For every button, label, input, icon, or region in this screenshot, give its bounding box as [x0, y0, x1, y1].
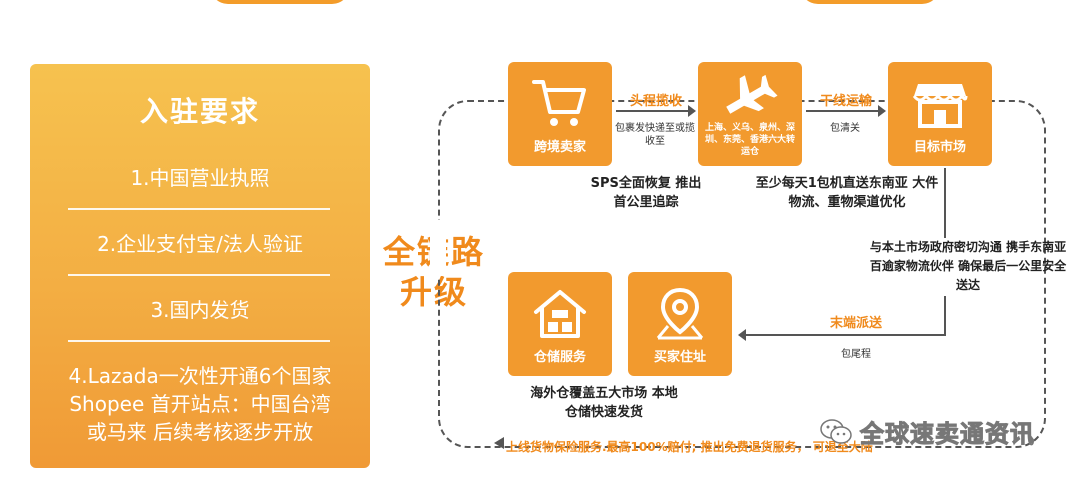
charter-flight-caption: 至少每天1包机直送东南亚 大件物流、重物渠道优化 — [755, 176, 939, 210]
requirements-panel: 入驻要求 1.中国营业执照 2.企业支付宝/法人验证 3.国内发货 4.Laza… — [30, 64, 370, 468]
loop-return-arrowhead — [494, 437, 504, 449]
first-mile-arrow — [616, 105, 696, 117]
requirement-4-line1: 4.Lazada一次性开通6个国家 — [68, 364, 332, 388]
connector-line — [944, 168, 946, 238]
map-pin-icon — [656, 287, 704, 340]
trunk-transport-note: 包清关 — [830, 123, 860, 134]
connector-line — [944, 296, 946, 336]
node-label: 跨境卖家 — [533, 140, 586, 155]
first-mile-label: 头程揽收 — [630, 94, 683, 109]
trunk-transport-arrow — [806, 105, 886, 117]
node-buyer-address: 买家住址 — [628, 272, 732, 376]
trunk-transport-label: 干线运输 — [820, 94, 873, 109]
storefront-icon — [912, 84, 968, 128]
requirements-title: 入驻要求 — [139, 95, 260, 128]
airplane-icon — [726, 74, 778, 114]
overseas-warehouse-caption: 海外仓覆盖五大市场 本地仓储快速发货 — [530, 386, 678, 420]
node-label: 买家住址 — [653, 350, 706, 365]
shopping-cart-icon — [532, 80, 586, 126]
requirement-1: 1.中国营业执照 — [130, 166, 270, 190]
wechat-watermark: 全球速卖通资讯 — [820, 414, 1035, 449]
requirement-2: 2.企业支付宝/法人验证 — [97, 232, 303, 256]
warehouse-house-icon — [534, 290, 586, 338]
last-mile-arrow — [738, 329, 946, 341]
top-decoration-left — [210, 0, 350, 4]
node-target-market: 目标市场 — [888, 62, 992, 166]
node-warehousing-service: 仓储服务 — [508, 272, 612, 376]
local-partnership-caption: 与本土市场政府密切沟通 携手东南亚百逾家物流伙伴 确保最后一公里安全送达 — [869, 240, 1067, 292]
watermark-text: 全球速卖通资讯 — [860, 420, 1035, 449]
node-label: 目标市场 — [913, 140, 966, 155]
node-cross-border-seller: 跨境卖家 — [508, 62, 612, 166]
last-mile-note: 包尾程 — [841, 349, 871, 360]
divider — [68, 208, 330, 210]
sps-caption: SPS全面恢复 推出首公里追踪 — [590, 176, 702, 210]
divider — [68, 274, 330, 276]
requirement-3: 3.国内发货 — [150, 298, 250, 322]
node-label: 仓储服务 — [533, 350, 586, 365]
transit-hubs-list: 上海、义乌、泉州、深圳、东莞、香港六大转运仓 — [704, 123, 795, 157]
wechat-icon — [820, 418, 852, 444]
top-decoration-right — [800, 0, 940, 4]
divider — [68, 340, 330, 342]
requirement-4-line3: 或马来 后续考核逐步开放 — [86, 420, 314, 444]
last-mile-label: 末端派送 — [830, 316, 883, 331]
requirement-4-line2: Shopee 首开站点：中国台湾 — [69, 392, 331, 416]
insurance-return-note: 上线货物保险服务.最高100%赔付; 推出免费退货服务， 可退至大陆 — [506, 440, 873, 454]
node-transit-warehouses: 上海、义乌、泉州、深圳、东莞、香港六大转运仓 — [698, 62, 802, 166]
upgrade-label-line2: 升级 — [399, 273, 468, 311]
first-mile-note: 包裹发快递至或揽收至 — [615, 123, 695, 147]
